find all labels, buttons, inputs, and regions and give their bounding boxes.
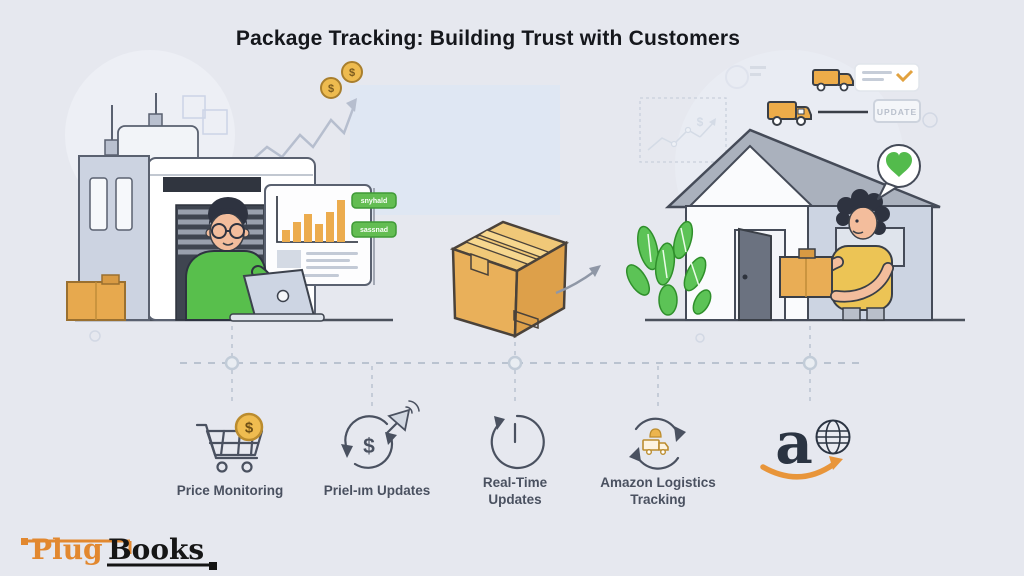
warehouse-package <box>66 274 126 321</box>
svg-text:$: $ <box>245 420 254 437</box>
timeline-node <box>802 355 818 371</box>
delivery-truck-top-icon <box>812 69 854 92</box>
laptop <box>229 268 325 322</box>
timeline-node <box>224 355 240 371</box>
refresh-dollar-satellite-icon: $ <box>341 400 420 469</box>
amazon-globe-icon: a <box>760 409 851 480</box>
dashboard-pills: snyhald sassnad <box>351 192 397 238</box>
pill-label-2: sassnad <box>360 227 388 234</box>
pill-label-1: snyhald <box>361 198 387 205</box>
svg-text:$: $ <box>349 67 355 79</box>
amazon-smile <box>760 461 837 480</box>
dashboard-card <box>264 184 375 286</box>
logo-plug: Plug <box>31 533 103 566</box>
globe-icon <box>815 419 851 455</box>
dollar-coins: $ $ <box>320 61 363 99</box>
amazon-letter: a <box>775 409 813 477</box>
feature-label-price-updates: Priel-ım Updates <box>323 483 431 498</box>
growth-chart <box>249 98 357 163</box>
timeline <box>180 326 862 406</box>
customer-person <box>779 189 894 321</box>
feature-label-price-monitoring: Price Monitoring <box>176 483 284 498</box>
cart-dollar-icon: $ <box>195 412 264 473</box>
notification-card <box>854 63 920 92</box>
transfer-arrow-icon <box>555 265 601 295</box>
svg-text:$: $ <box>363 435 375 458</box>
page-title: Package Tracking: Building Trust with Cu… <box>235 27 741 50</box>
update-badge: UPDATE <box>873 99 921 123</box>
shipping-box <box>449 220 570 339</box>
svg-text:$: $ <box>328 83 334 95</box>
logo-decor <box>21 538 217 570</box>
delivered-box <box>779 248 833 298</box>
heart-icon <box>886 152 912 177</box>
faint-dollar: $ <box>697 115 704 129</box>
feature-label-real-time-updates: Real-Time Updates <box>482 475 548 507</box>
clock-refresh-icon <box>490 414 545 470</box>
delivery-truck-bottom-icon <box>767 101 868 126</box>
heart-bubble <box>877 144 921 200</box>
bush <box>625 220 712 316</box>
bar-chart <box>282 200 345 242</box>
faint-stats-box: $ <box>639 97 727 163</box>
logo-books: Books <box>108 533 205 566</box>
svg-text:UPDATE: UPDATE <box>877 107 917 117</box>
truck-refresh-icon <box>629 417 686 470</box>
timeline-node <box>507 355 523 371</box>
feature-label-amazon-logistics: Amazon Logistics Tracking <box>600 475 716 507</box>
